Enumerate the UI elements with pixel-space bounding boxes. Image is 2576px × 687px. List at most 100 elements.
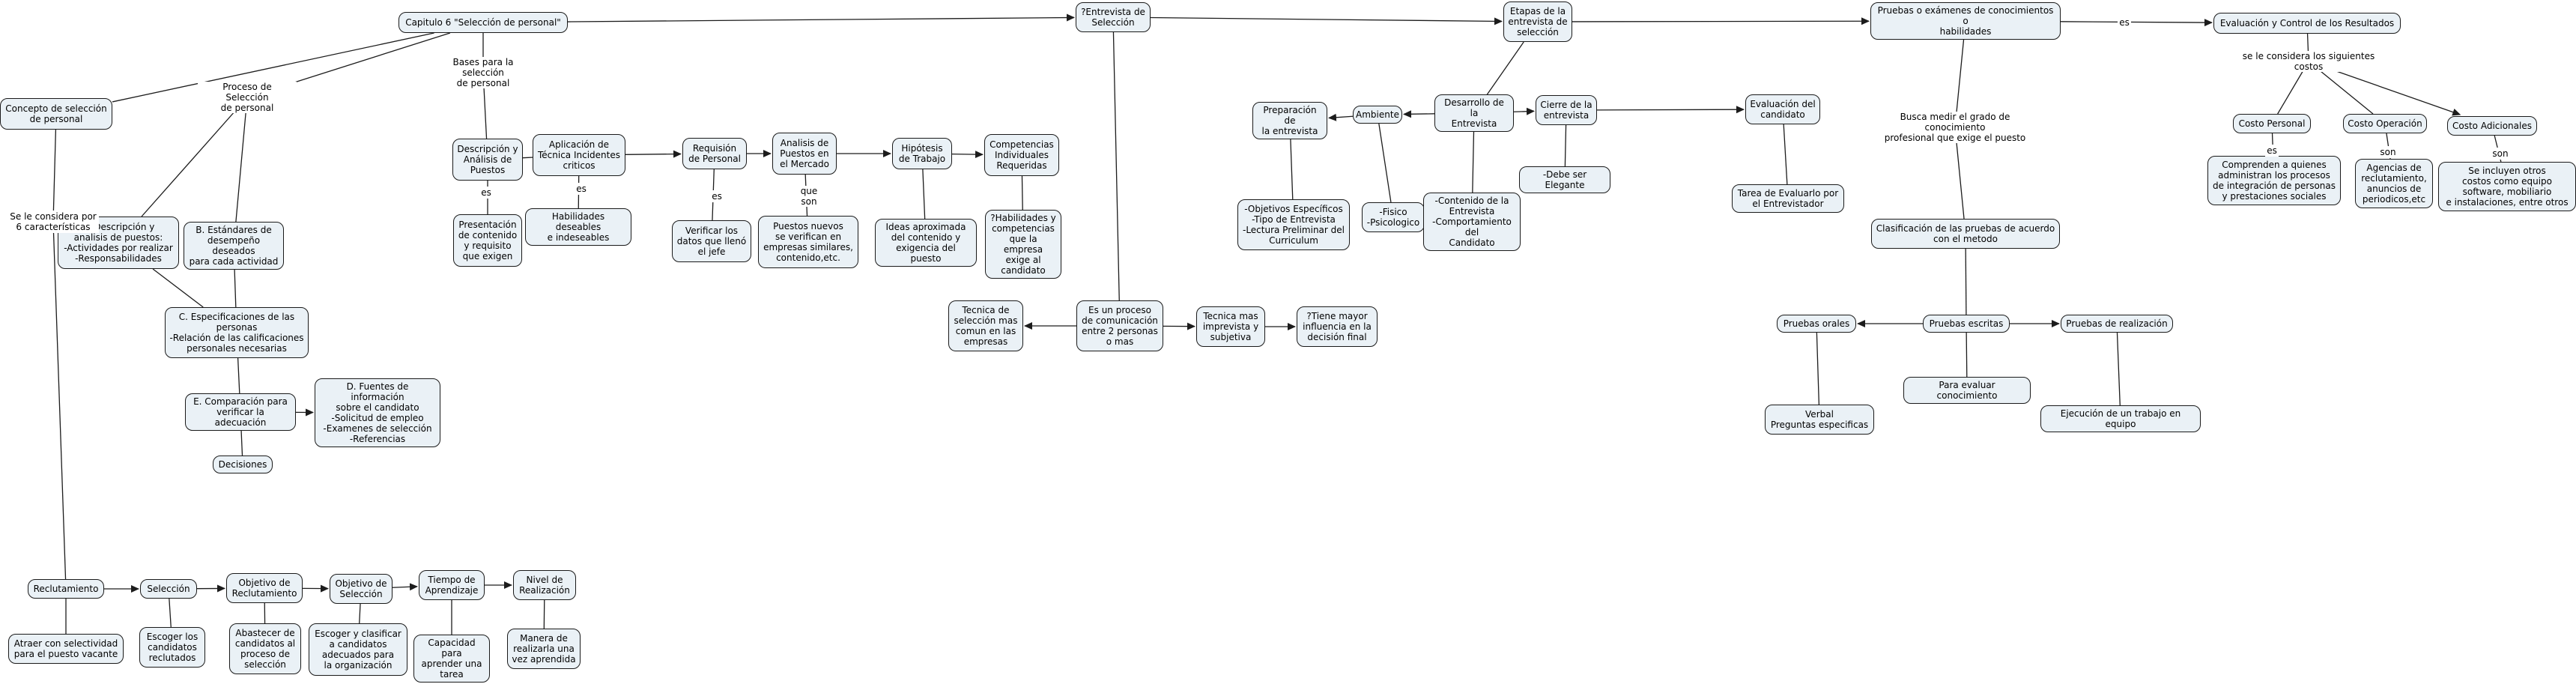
concept-node-capitulo[interactable]: Capitulo 6 "Selección de personal": [398, 12, 568, 33]
link-phrase-es3[interactable]: es: [710, 190, 724, 202]
concept-node-decisiones[interactable]: Decisiones: [213, 456, 273, 473]
concept-node-agencias[interactable]: Agencias de reclutamiento, anuncios de p…: [2355, 159, 2433, 208]
link-phrase-es_mid[interactable]: es: [2118, 16, 2131, 28]
concept-node-aplicacion[interactable]: Aplicación de Técnica Incidentes critico…: [533, 134, 625, 176]
concept-node-manera[interactable]: Manera de realizarla una vez aprendida: [507, 629, 581, 669]
concept-node-tiempo[interactable]: Tiempo de Aprendizaje: [419, 570, 485, 600]
concept-node-reclutamiento[interactable]: Reclutamiento: [28, 579, 104, 599]
edge-cierre-debe_elegante: [1564, 124, 1567, 172]
concept-node-habilidades_c[interactable]: ?Habilidades y competencias que la empre…: [985, 210, 1061, 279]
link-phrase-costos_lbl[interactable]: se le considera los siguientes costos: [2225, 51, 2392, 72]
concept-node-desarrollo[interactable]: Desarrollo de la Entrevista: [1434, 94, 1514, 132]
concept-node-capacidad[interactable]: Capacidad para aprender una tarea: [413, 635, 490, 683]
edge-preparacion-objetivos: [1290, 135, 1294, 200]
concept-node-es_proceso[interactable]: Es un proceso de comunicación entre 2 pe…: [1076, 300, 1163, 351]
edge-desarrollo-contenido: [1472, 127, 1475, 197]
concept-node-obj_recl[interactable]: Objetivo de Reclutamiento: [226, 573, 303, 603]
concept-node-escoger_c[interactable]: Escoger los candidatos reclutados: [139, 627, 205, 668]
concept-node-ambiente[interactable]: Ambiente: [1353, 106, 1402, 124]
link-phrase-queson_lbl[interactable]: que son: [790, 186, 828, 207]
edge-a_box-c_box: [152, 268, 204, 308]
concept-node-c_personal[interactable]: Costo Personal: [2233, 114, 2311, 133]
edge-ambiente-fisico: [1378, 123, 1392, 203]
concept-node-preparacion[interactable]: Preparación de la entrevista: [1252, 102, 1327, 139]
concept-node-c_operacion[interactable]: Costo Operación: [2343, 114, 2427, 133]
edge-entrevista-es_proceso: [1112, 31, 1120, 301]
concept-node-concepto[interactable]: Concepto de selección de personal: [0, 98, 112, 130]
edge-desarrollo-ambiente: [1403, 110, 1435, 118]
concept-node-e_box[interactable]: E. Comparación para verificar la adecuac…: [185, 393, 296, 431]
concept-node-p_escritas[interactable]: Pruebas escritas: [1923, 315, 2010, 333]
concept-node-descripcion[interactable]: Descripción y Análisis de Puestos: [452, 139, 523, 181]
concept-node-contenido[interactable]: -Contenido de la Entrevista -Comportamie…: [1423, 193, 1521, 251]
concept-node-c_box[interactable]: C. Especificaciones de las personas -Rel…: [165, 307, 309, 358]
concept-node-a_box[interactable]: A. Descripción y analisis de puestos: -A…: [58, 217, 179, 269]
concept-node-puestos_nuevos[interactable]: Puestos nuevos se verifican en empresas …: [758, 216, 858, 268]
concept-node-comprenden[interactable]: Comprenden a quienes administran los pro…: [2207, 156, 2341, 205]
concept-node-atraer[interactable]: Atraer con selectividad para el puesto v…: [8, 634, 124, 664]
edge-desarrollo-cierre: [1513, 107, 1535, 115]
link-phrase-es1[interactable]: es: [479, 187, 493, 199]
link-phrase-son1[interactable]: son: [2378, 146, 2398, 158]
concept-node-tecnica_comun[interactable]: Tecnica de selección mas comun en las em…: [948, 300, 1023, 351]
link-phrase-bases_lbl[interactable]: Bases para la selección de personal: [428, 57, 538, 88]
concept-node-p_orales[interactable]: Pruebas orales: [1777, 315, 1856, 333]
concept-node-etapas[interactable]: Etapas de la entrevista de selección: [1503, 1, 1572, 42]
concept-node-fisico[interactable]: -Fisico -Psicologico: [1362, 202, 1425, 232]
concept-node-presentacion[interactable]: Presentación de contenido y requisito qu…: [453, 214, 522, 267]
concept-node-verbal[interactable]: Verbal Preguntas especificas: [1765, 405, 1874, 435]
edge-capitulo-proceso_lbl: [282, 32, 451, 87]
concept-node-objetivos[interactable]: -Objetivos Específicos -Tipo de Entrevis…: [1237, 199, 1350, 250]
concept-node-entrevista[interactable]: ?Entrevista de Selección: [1076, 2, 1151, 32]
concept-node-incluyen[interactable]: Se incluyen otros costos como equipo sof…: [2438, 162, 2576, 211]
edge-cierre-eval_cand: [1596, 106, 1745, 114]
concept-node-para_evaluar[interactable]: Para evaluar conocimiento: [1903, 377, 2031, 404]
concept-node-tiene_mayor[interactable]: ?Tiene mayor influencia en la decisión f…: [1297, 306, 1378, 347]
edge-proceso_lbl-a_box: [141, 108, 238, 217]
edge-costos_lbl-c_adicionales: [2325, 67, 2461, 116]
link-phrase-es4[interactable]: es: [2265, 145, 2279, 157]
edge-entrevista-etapas: [1150, 16, 1503, 25]
edge-descripcion-aplicacion: [522, 157, 534, 159]
concept-node-c_adicionales[interactable]: Costo Adicionales: [2447, 116, 2537, 136]
edge-p_orales-verbal: [1816, 332, 1820, 405]
concept-node-p_realizacion[interactable]: Pruebas de realización: [2061, 315, 2173, 333]
concept-node-escoger_cl[interactable]: Escoger y clasificar a candidatos adecua…: [309, 623, 407, 676]
link-phrase-es2[interactable]: es: [575, 183, 588, 195]
concept-node-analisis_mercado[interactable]: Analisis de Puestos en el Mercado: [772, 133, 837, 175]
edge-etapas-pruebas_ex: [1572, 17, 1870, 25]
concept-node-eval_cand[interactable]: Evaluación del candidato: [1745, 94, 1820, 124]
concept-node-verificar[interactable]: Verificar los datos que llenó el jefe: [672, 220, 751, 262]
concept-node-requision[interactable]: Requisión de Personal: [682, 138, 747, 169]
concept-node-d_box[interactable]: D. Fuentes de información sobre el candi…: [315, 378, 440, 447]
concept-node-habilidades_d[interactable]: Habilidades deseables e indeseables: [525, 208, 631, 246]
concept-node-competencias[interactable]: Competencias Individuales Requeridas: [984, 134, 1059, 176]
link-phrase-son2[interactable]: son: [2491, 148, 2510, 160]
concept-node-tarea_eval[interactable]: Tarea de Evaluarlo por el Entrevistador: [1732, 184, 1844, 213]
concept-node-ejecucion[interactable]: Ejecución de un trabajo en equipo: [2040, 405, 2201, 432]
concept-node-tecnica_impr[interactable]: Tecnica mas imprevista y subjetiva: [1196, 306, 1265, 347]
edge-hipotesis-ideas: [922, 169, 926, 223]
concept-node-hipotesis[interactable]: Hipótesis de Trabajo: [892, 138, 952, 169]
edge-eval_cand-tarea_eval: [1783, 124, 1788, 185]
concept-node-clasificacion[interactable]: Clasificación de las pruebas de acuerdo …: [1871, 219, 2060, 249]
concept-node-b_box[interactable]: B. Estándares de desempeño deseados para…: [184, 222, 284, 270]
link-phrase-proceso_lbl[interactable]: Proceso de Selección de personal: [198, 82, 297, 113]
concept-node-debe_elegante[interactable]: -Debe ser Elegante: [1519, 166, 1610, 193]
concept-node-pruebas_ex[interactable]: Pruebas o exámenes de conocimientos o ha…: [1870, 2, 2061, 40]
concept-node-nivel[interactable]: Nivel de Realización: [513, 570, 576, 600]
concept-node-abastecer[interactable]: Abastecer de candidatos al proceso de se…: [229, 623, 301, 674]
edge-capitulo-entrevista: [567, 13, 1075, 22]
concept-node-obj_sel[interactable]: Objetivo de Selección: [330, 574, 393, 604]
link-phrase-busca_lbl[interactable]: Busca medir el grado de conocimiento pro…: [1870, 112, 2040, 143]
concept-node-seleccion[interactable]: Selección: [140, 579, 197, 599]
concept-node-evaluacion_control[interactable]: Evaluación y Control de los Resultados: [2213, 13, 2401, 34]
link-phrase-considera6_lbl[interactable]: Se le considera por 6 características: [7, 211, 99, 233]
edge-p_escritas-para_evaluar: [1966, 332, 1968, 382]
concept-node-ideas[interactable]: Ideas aproximada del contenido y exigenc…: [875, 219, 977, 267]
concept-node-cierre[interactable]: Cierre de la entrevista: [1536, 95, 1597, 125]
edge-concepto-considera6_lbl: [52, 129, 57, 211]
edge-capitulo-concepto: [112, 32, 434, 103]
